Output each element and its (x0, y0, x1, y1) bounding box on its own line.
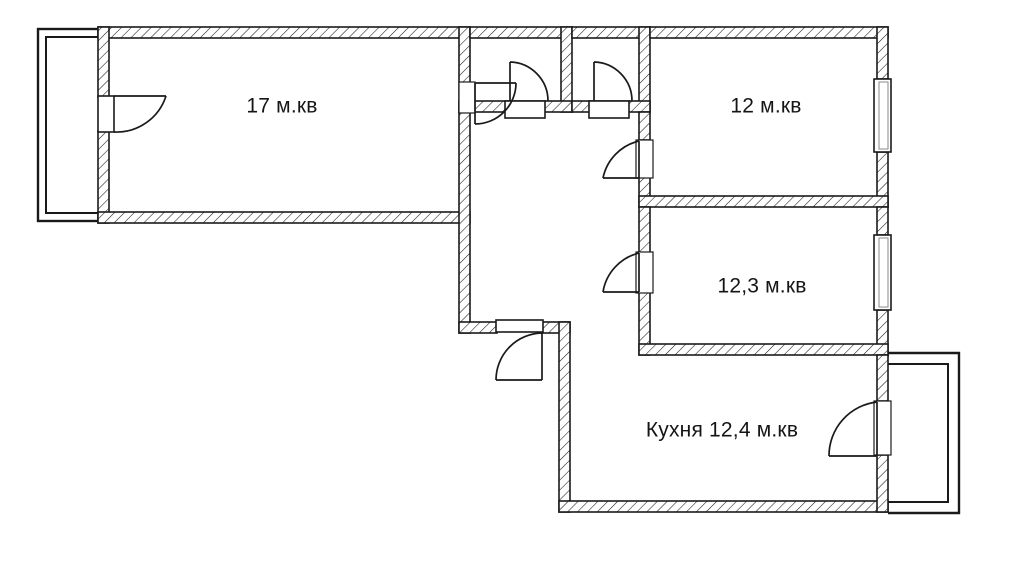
room-label-bedroom-12: 12 м.кв (730, 95, 801, 118)
wall-structure (97, 26, 889, 513)
door-toilet (593, 61, 633, 102)
room-labels-group: 17 м.кв 12 м.кв 12,3 м.кв Кухня 12,4 м.к… (246, 95, 806, 442)
openings-group (97, 78, 892, 456)
wall-between-bath-toilet (560, 26, 573, 113)
wall-17-bottom (97, 211, 471, 224)
wall-17-left-upper (97, 26, 110, 98)
door-bedroom-12-3 (602, 252, 640, 293)
wall-17-left-lower (97, 130, 110, 224)
door-bathroom (509, 61, 549, 102)
wall-123-left-upper (638, 206, 651, 254)
wall-hall-bottom-left (458, 321, 498, 334)
room-label-kitchen: Кухня 12,4 м.кв (646, 419, 798, 442)
wall-123-right-upper (876, 206, 889, 236)
wall-bathroom-top (469, 26, 573, 39)
window-bedroom-12 (873, 78, 892, 153)
wall-kitchen-bottom (558, 500, 889, 513)
wall-12-top (649, 26, 889, 39)
door-frame-bathroom (504, 100, 546, 119)
door-bedroom-12 (602, 140, 640, 179)
door-frame-kitchen-balcony (873, 400, 892, 456)
room-label-living-room: 17 м.кв (246, 95, 317, 118)
wall-kitchen-left (558, 321, 571, 513)
door-frame-hall-kitchen (495, 319, 544, 333)
wall-toilet-right (638, 26, 651, 113)
wall-kitchen-right-lower (876, 454, 889, 513)
door-kitchen-to-balcony (828, 401, 878, 457)
wall-17-top (97, 26, 471, 39)
door-frame-toilet (588, 100, 630, 119)
door-living-room (113, 95, 167, 133)
balcony-kitchen-loggia (888, 351, 961, 515)
window-bedroom-12-3 (873, 234, 892, 311)
door-hall-to-living-room (474, 82, 517, 125)
door-frame-bedroom-12-3 (635, 251, 654, 294)
wall-hall-left-lower (458, 111, 471, 334)
room-label-bedroom-12-3: 12,3 м.кв (717, 275, 806, 298)
wall-12-right-upper (876, 26, 889, 80)
door-frame-bedroom-12 (635, 139, 654, 179)
door-hall-to-kitchen (495, 332, 543, 381)
door-frame-hall-living (458, 81, 476, 114)
door-frame-living-room (97, 95, 115, 133)
wall-between-12-and-123 (638, 195, 889, 208)
wall-123-bottom (638, 343, 889, 356)
door-symbols-group (113, 61, 878, 457)
wall-kitchen-right-upper (876, 354, 889, 402)
wall-12-left-upper (638, 111, 651, 141)
